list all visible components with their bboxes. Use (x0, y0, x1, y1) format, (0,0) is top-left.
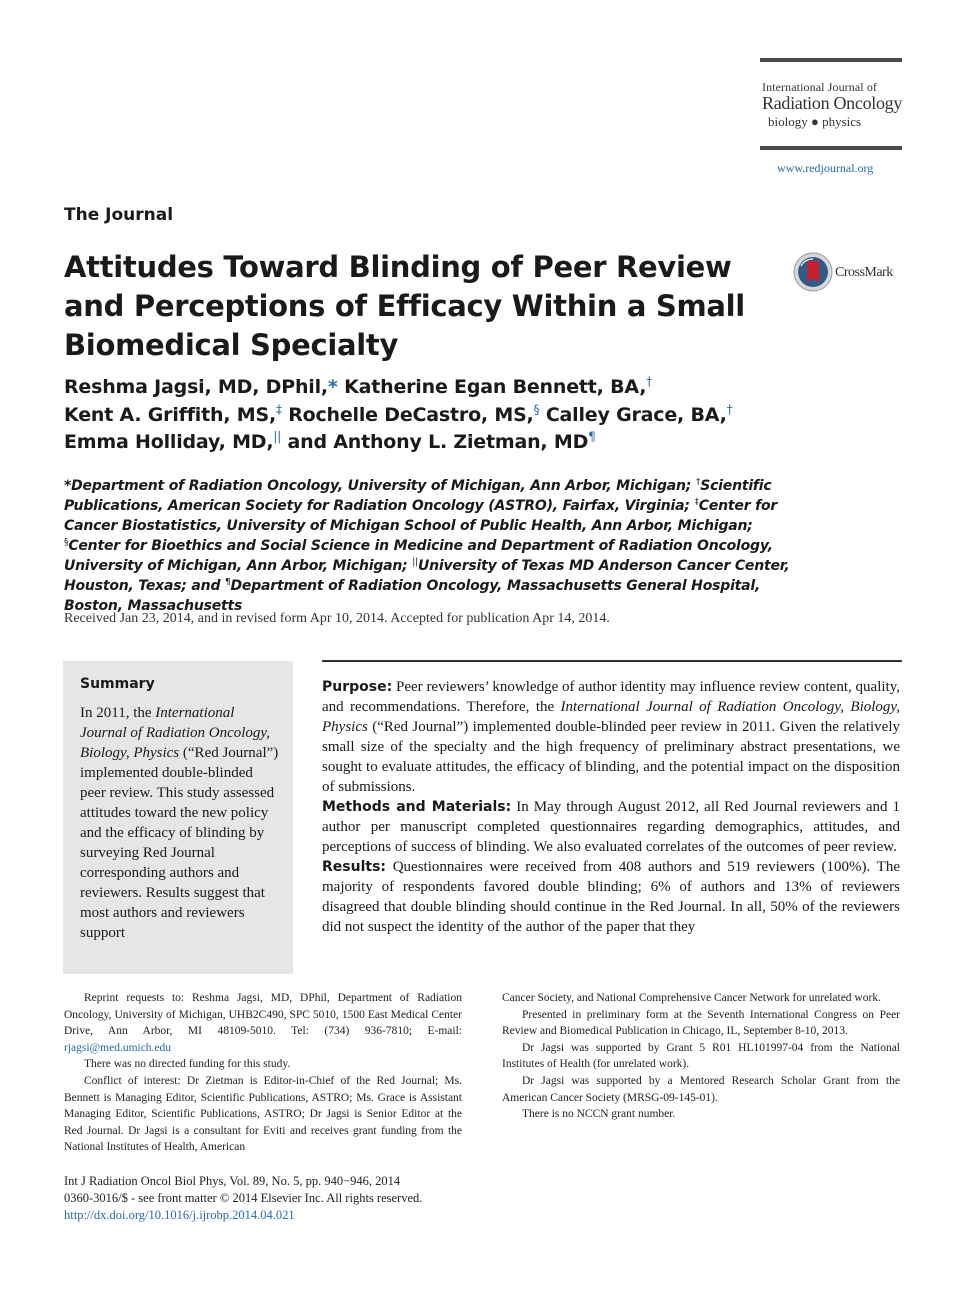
crossmark-label: CrossMark (835, 265, 893, 280)
author-name: Rochelle DeCastro, MS, (288, 403, 534, 426)
grant-note: Dr Jagsi was supported by Grant 5 R01 HL… (502, 1041, 900, 1071)
affiliation: Scientific Publications, American Societ… (64, 478, 772, 514)
logo-bottom-rule (760, 146, 902, 150)
author-name: Katherine Egan Bennett, BA, (344, 376, 647, 398)
abstract-results: Results: Questionnaires were received fr… (322, 857, 900, 937)
journal-logo-line1: International Journal of (762, 80, 878, 94)
abstract: Purpose: Peer reviewers’ knowledge of au… (322, 677, 900, 937)
footnotes-left: Reprint requests to: Reshma Jagsi, MD, D… (64, 990, 462, 1156)
author-affiliation-mark: ‡ (275, 402, 282, 417)
abstract-rule (322, 660, 902, 662)
affiliation-mark: § (64, 537, 69, 548)
footnotes-right: Cancer Society, and National Comprehensi… (502, 990, 900, 1123)
nccn-note: There is no NCCN grant number. (522, 1108, 676, 1121)
summary-journal-name: International Journal of Radiation Oncol… (80, 705, 270, 761)
conflict-continued: Cancer Society, and National Comprehensi… (502, 992, 881, 1004)
copyright-line: 0360-3016/$ - see front matter © 2014 El… (64, 1191, 423, 1205)
summary-text: In 2011, the International Journal of Ra… (80, 703, 280, 943)
abstract-results-text: Questionnaires were received from 408 au… (322, 859, 900, 935)
author-name: Calley Grace, BA, (545, 403, 727, 426)
affiliation: Department of Radiation Oncology, Univer… (71, 478, 692, 494)
abstract-results-heading: Results: (322, 859, 386, 875)
journal-logo-subtitle: biology ● physics (768, 114, 862, 129)
summary-text-part: (“Red Journal”) implemented double-blind… (80, 745, 279, 941)
author-affiliation-mark: ¶ (588, 429, 596, 444)
affiliation-mark: ‡ (694, 497, 699, 508)
author-name: Emma Holliday, MD, (64, 431, 274, 453)
affiliation-mark: * (64, 478, 72, 494)
author-affiliation-mark: † (726, 402, 733, 417)
journal-logo-name: Radiation Oncology (762, 93, 903, 113)
reprint-requests: Reprint requests to: Reshma Jagsi, MD, D… (64, 990, 462, 1056)
abstract-purpose-text: (“Red Journal”) implemented double-blind… (322, 719, 900, 795)
journal-url-link[interactable]: www.redjournal.org (777, 161, 874, 175)
author-affiliation-mark: || (273, 429, 282, 444)
author-affiliation-mark: § (533, 402, 540, 417)
grant-note: Dr Jagsi was supported by a Mentored Res… (502, 1074, 900, 1104)
affiliation: Center for Bioethics and Social Science … (64, 538, 773, 574)
affiliation-mark: ¶ (224, 577, 231, 588)
section-label: The Journal (64, 205, 174, 225)
affiliation-mark: † (695, 477, 701, 488)
abstract-methods-heading: Methods and Materials: (322, 799, 512, 815)
article-title: Attitudes Toward Blinding of Peer Review… (64, 250, 745, 362)
summary-heading: Summary (80, 676, 155, 692)
affiliations: *Department of Radiation Oncology, Unive… (64, 476, 804, 616)
author-affiliation-mark: † (646, 374, 653, 389)
presentation-note: Presented in preliminary form at the Sev… (502, 1008, 900, 1038)
abstract-purpose-text: Peer reviewers’ knowledge of author iden… (322, 679, 900, 715)
abstract-methods-text: In May through August 2012, all Red Jour… (322, 799, 900, 855)
received-dates: Received Jan 23, 2014, and in revised fo… (64, 611, 610, 626)
author-affiliation-mark: * (327, 376, 338, 398)
abstract-purpose: Purpose: Peer reviewers’ knowledge of au… (322, 677, 900, 797)
author-list: Reshma Jagsi, MD, DPhil,* Katherine Egan… (64, 374, 824, 457)
logo-top-rule (760, 58, 902, 62)
abstract-purpose-heading: Purpose: (322, 679, 393, 695)
affiliation: Center for Cancer Biostatistics, Univers… (64, 498, 778, 534)
author-name: and Anthony L. Zietman, MD (287, 431, 589, 453)
affiliation-mark: || (412, 557, 418, 568)
author-name: Reshma Jagsi, MD, DPhil, (64, 376, 328, 398)
summary-text-part: In 2011, the (80, 705, 156, 721)
crossmark-badge[interactable]: CrossMark (793, 252, 907, 296)
crossmark-icon (793, 252, 833, 292)
citation-block: Int J Radiation Oncol Biol Phys, Vol. 89… (64, 1173, 422, 1224)
conflict-of-interest: Conflict of interest: Dr Zietman is Edit… (64, 1074, 462, 1154)
doi-link[interactable]: http://dx.doi.org/10.1016/j.ijrobp.2014.… (64, 1208, 295, 1222)
author-name: Kent A. Griffith, MS, (64, 403, 276, 426)
reprint-text: Reprint requests to: Reshma Jagsi, MD, D… (64, 992, 462, 1038)
summary-box: Summary In 2011, the International Journ… (63, 661, 293, 974)
email-link[interactable]: rjagsi@med.umich.edu (64, 1041, 172, 1054)
affiliation: Department of Radiation Oncology, Massac… (64, 578, 761, 614)
funding-note: There was no directed funding for this s… (84, 1058, 291, 1071)
citation-line: Int J Radiation Oncol Biol Phys, Vol. 89… (64, 1174, 401, 1188)
affiliation: University of Texas MD Anderson Cancer C… (64, 558, 790, 594)
abstract-journal-name: International Journal of Radiation Oncol… (322, 699, 900, 735)
abstract-methods: Methods and Materials: In May through Au… (322, 797, 900, 857)
